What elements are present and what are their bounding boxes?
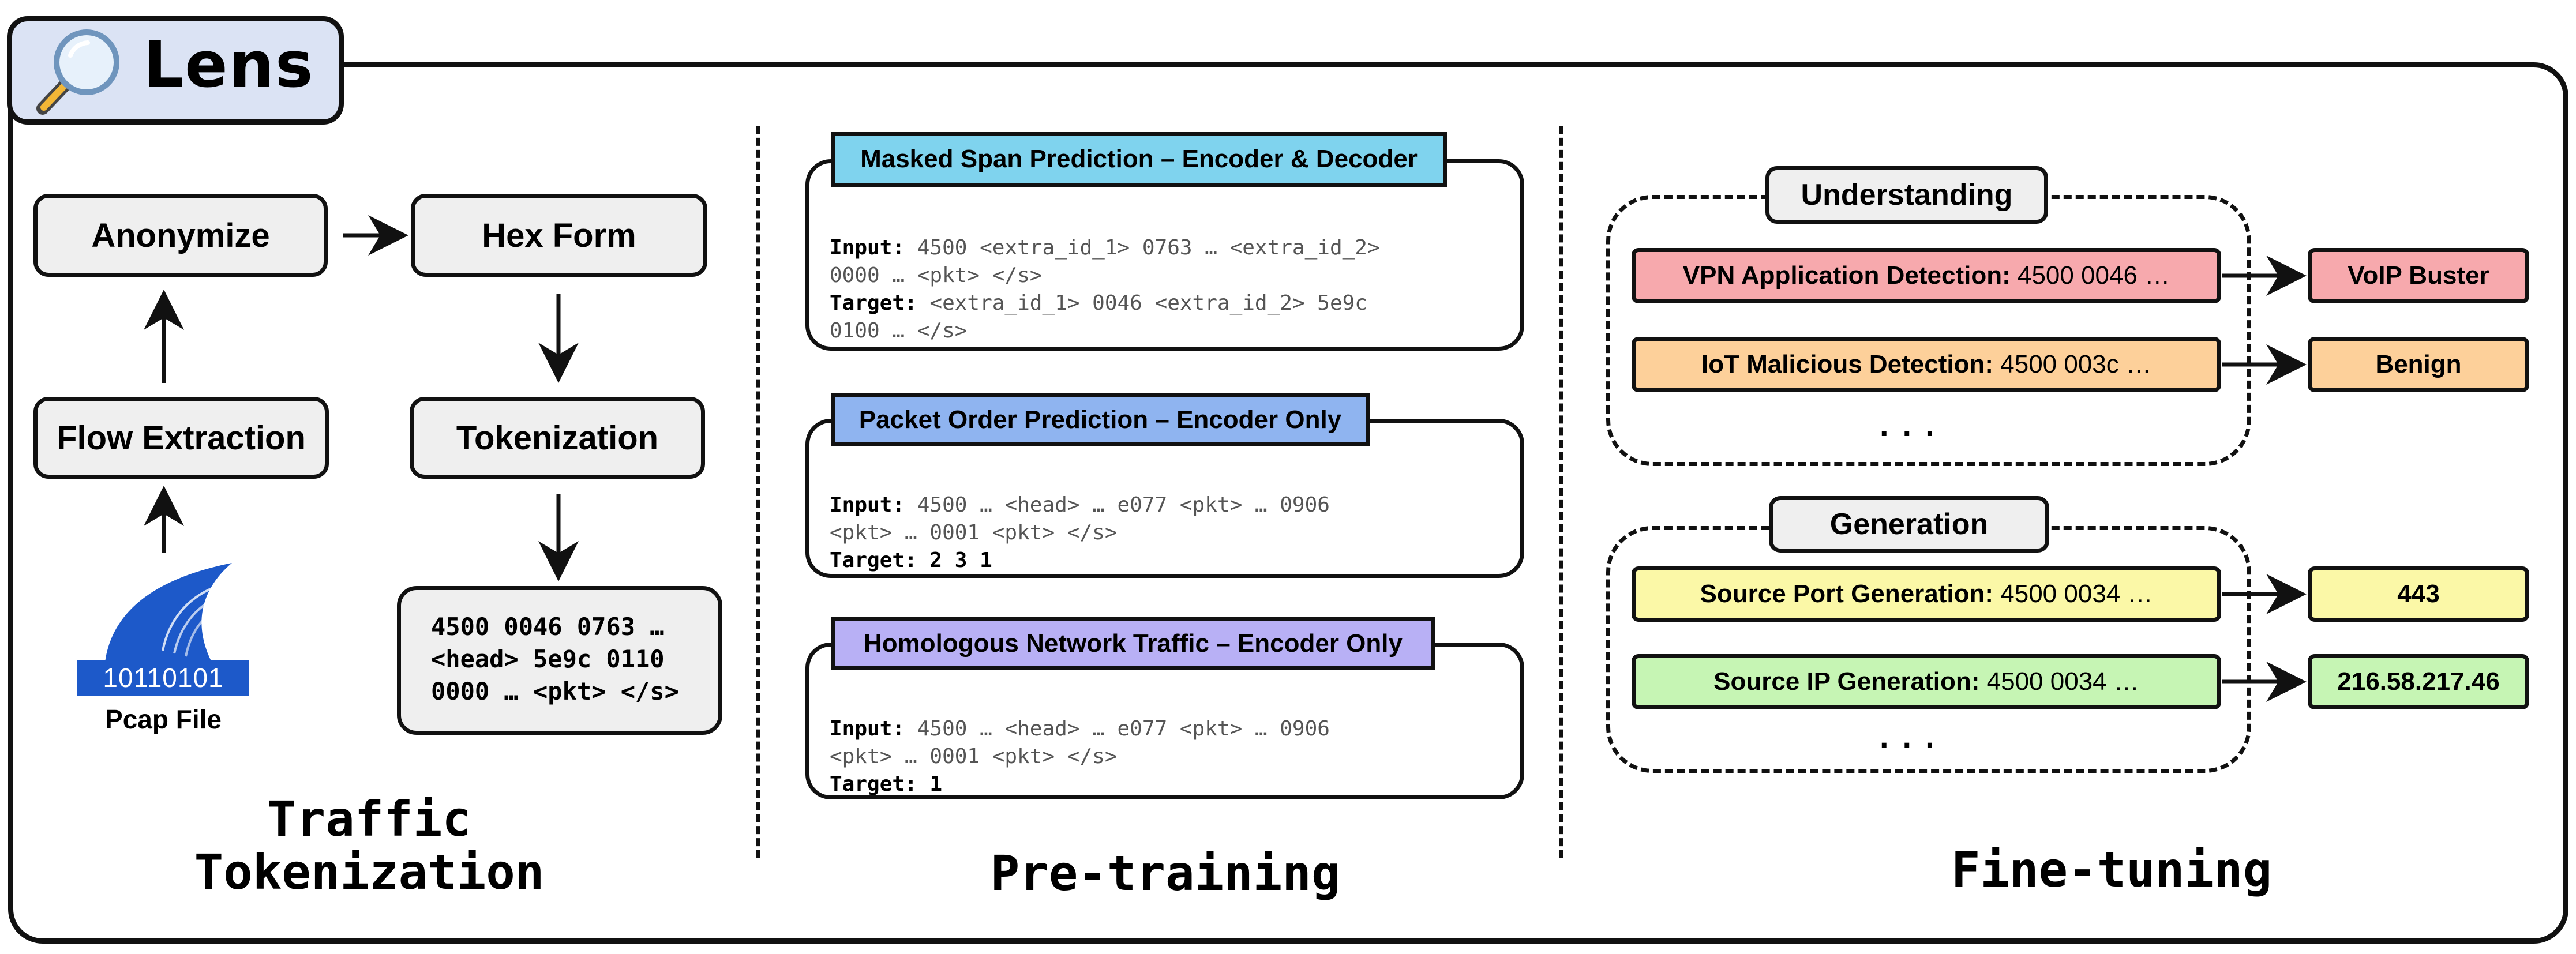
result-vpn: VoIP Buster bbox=[2308, 248, 2529, 303]
input-line-1: 4500 <extra_id_1> 0763 … <extra_id_2> bbox=[905, 236, 1380, 260]
target-value: 2 3 1 bbox=[917, 549, 992, 572]
pcap-bits: 10110101 bbox=[77, 660, 249, 696]
generation-ellipsis: ... bbox=[1880, 718, 1948, 754]
input-line-1: 4500 … <head> … e077 <pkt> … 0906 bbox=[905, 493, 1330, 517]
target-value: 1 bbox=[917, 772, 943, 796]
hex-form-label: Hex Form bbox=[482, 216, 636, 254]
section-title-tokenization: Traffic Tokenization bbox=[173, 793, 565, 899]
task-iot-detection: IoT Malicious Detection: 4500 003c … bbox=[1632, 337, 2221, 392]
task-name: VPN Application Detection: bbox=[1682, 261, 2011, 290]
token-line-2: <head> 5e9c 0110 bbox=[431, 645, 665, 673]
token-sequence-box: 4500 0046 0763 … <head> 5e9c 0110 0000 …… bbox=[397, 586, 722, 735]
task-input: 4500 0034 … bbox=[1979, 667, 2139, 696]
input-line-2: <pkt> … 0001 <pkt> </s> bbox=[830, 521, 1118, 544]
input-line-2: <pkt> … 0001 <pkt> </s> bbox=[830, 745, 1118, 768]
tag-homologous: Homologous Network Traffic – Encoder Onl… bbox=[831, 617, 1435, 670]
pcap-file-label: Pcap File bbox=[105, 704, 222, 734]
outer-frame bbox=[8, 62, 2568, 944]
section-title-pretraining: Pre-training bbox=[990, 845, 1341, 902]
separator-right bbox=[1559, 126, 1563, 858]
input-label: Input: bbox=[830, 236, 905, 260]
magnifier-icon bbox=[30, 22, 128, 120]
task-input: 4500 003c … bbox=[1993, 350, 2151, 378]
page-title: Lens bbox=[143, 28, 314, 102]
tokenization-label: Tokenization bbox=[456, 419, 659, 457]
anonymize-label: Anonymize bbox=[91, 216, 270, 254]
input-label: Input: bbox=[830, 493, 905, 517]
input-label: Input: bbox=[830, 717, 905, 741]
packet-order-text: Input: 4500 … <head> … e077 <pkt> … 0906… bbox=[830, 464, 1330, 602]
target-line-2: 0100 … </s> bbox=[830, 319, 968, 343]
input-line-1: 4500 … <head> … e077 <pkt> … 0906 bbox=[905, 717, 1330, 741]
flow-extraction-label: Flow Extraction bbox=[57, 419, 306, 457]
target-label: Target: bbox=[830, 772, 917, 796]
target-label: Target: bbox=[830, 291, 917, 315]
result-iot: Benign bbox=[2308, 337, 2529, 392]
token-line-3: 0000 … <pkt> </s> bbox=[431, 677, 679, 705]
understanding-label: Understanding bbox=[1765, 166, 2048, 224]
section-title-finetuning: Fine-tuning bbox=[1951, 842, 2273, 898]
tokenization-box: Tokenization bbox=[410, 397, 705, 479]
flow-extraction-box: Flow Extraction bbox=[33, 397, 329, 479]
task-name: IoT Malicious Detection: bbox=[1701, 350, 1994, 378]
hex-form-box: Hex Form bbox=[411, 194, 707, 277]
task-name: Source IP Generation: bbox=[1713, 667, 1980, 696]
result-source-port: 443 bbox=[2308, 566, 2529, 622]
tag-packet-order: Packet Order Prediction – Encoder Only bbox=[831, 393, 1370, 446]
anonymize-box: Anonymize bbox=[33, 194, 328, 277]
section-title-tokenization-line2: Tokenization bbox=[194, 844, 545, 900]
task-input: 4500 0046 … bbox=[2010, 261, 2170, 290]
target-label: Target: bbox=[830, 549, 917, 572]
masked-span-text: Input: 4500 <extra_id_1> 0763 … <extra_i… bbox=[830, 206, 1380, 373]
homologous-text: Input: 4500 … <head> … e077 <pkt> … 0906… bbox=[830, 688, 1330, 826]
task-vpn-detection: VPN Application Detection: 4500 0046 … bbox=[1632, 248, 2221, 303]
token-line-1: 4500 0046 0763 … bbox=[431, 613, 665, 641]
generation-label: Generation bbox=[1769, 496, 2049, 553]
task-input: 4500 0034 … bbox=[1993, 580, 2153, 608]
task-name: Source Port Generation: bbox=[1700, 580, 1994, 608]
shark-fin-icon bbox=[76, 558, 249, 662]
target-line-1: <extra_id_1> 0046 <extra_id_2> 5e9c bbox=[917, 291, 1367, 315]
understanding-ellipsis: ... bbox=[1880, 407, 1948, 443]
separator-left bbox=[756, 126, 760, 858]
input-line-2: 0000 … <pkt> </s> bbox=[830, 264, 1043, 287]
result-source-ip: 216.58.217.46 bbox=[2308, 654, 2529, 709]
tag-masked-span: Masked Span Prediction – Encoder & Decod… bbox=[831, 132, 1447, 187]
section-title-tokenization-line1: Traffic bbox=[267, 791, 471, 847]
task-source-ip: Source IP Generation: 4500 0034 … bbox=[1632, 654, 2221, 709]
task-source-port: Source Port Generation: 4500 0034 … bbox=[1632, 566, 2221, 622]
